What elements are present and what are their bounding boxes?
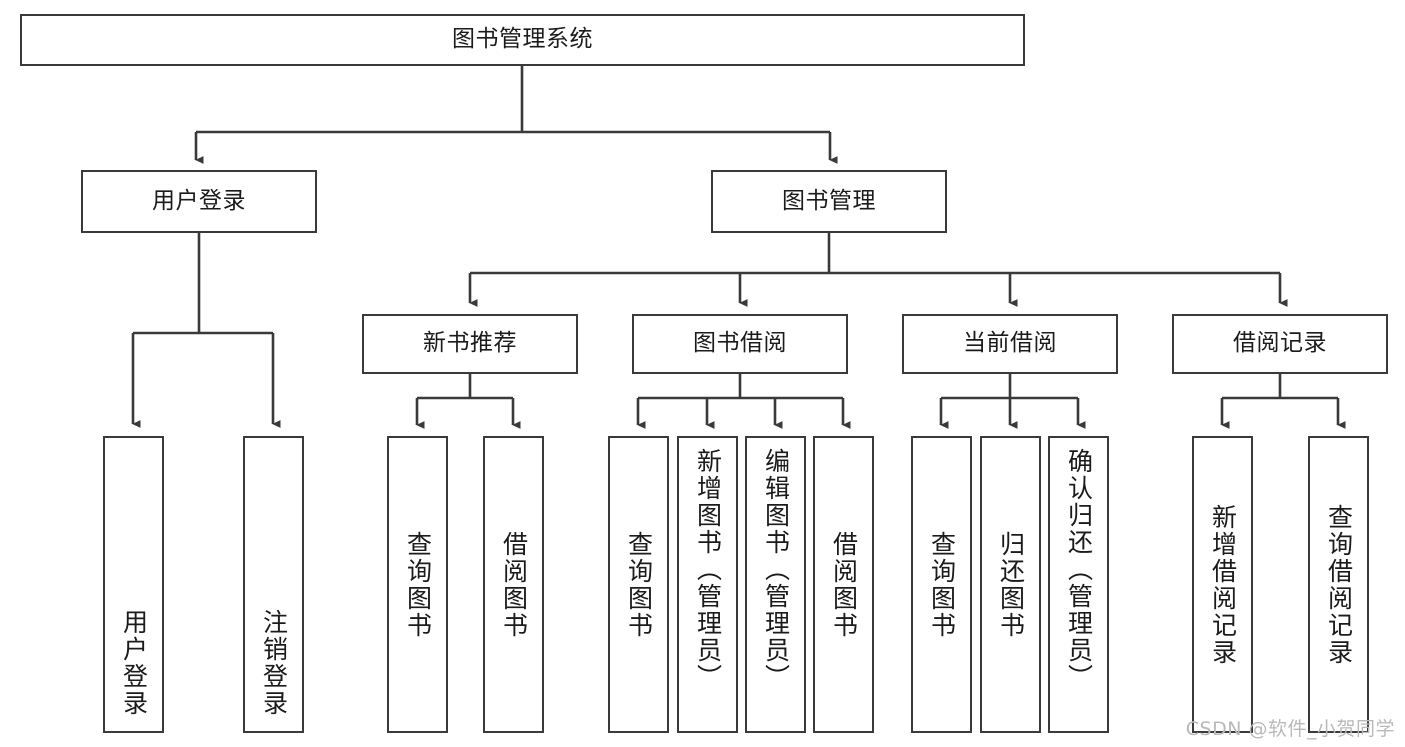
node-label: 查询图书 (624, 530, 654, 639)
node-book-management[interactable]: 图书管理 (711, 170, 947, 233)
node-root-book-management-system[interactable]: 图书管理系统 (20, 14, 1025, 66)
leaf-new-book-borrow-book[interactable]: 借阅图书 (483, 436, 544, 733)
node-label: 查询图书 (403, 530, 433, 639)
node-new-book-recommend[interactable]: 新书推荐 (362, 314, 578, 374)
leaf-book-borrow-query-book[interactable]: 查询图书 (608, 436, 669, 733)
node-borrow-record[interactable]: 借阅记录 (1172, 314, 1388, 374)
node-label: 查询图书 (927, 530, 957, 639)
node-label: 确认归还（管理员） (1064, 448, 1094, 691)
node-label: 归还图书 (996, 530, 1026, 639)
leaf-user-login-login[interactable]: 用户登录 (103, 436, 164, 733)
node-label: 借阅图书 (499, 530, 529, 639)
node-label: 图书借阅 (693, 330, 787, 357)
node-label: 注销登录 (259, 609, 289, 717)
leaf-new-book-query-book[interactable]: 查询图书 (387, 436, 448, 733)
node-label: 编辑图书（管理员） (761, 448, 791, 691)
csdn-watermark: CSDN @软件_小贺同学 (1185, 718, 1395, 740)
leaf-current-borrow-query-book[interactable]: 查询图书 (911, 436, 972, 733)
node-user-login[interactable]: 用户登录 (81, 170, 317, 233)
node-current-borrow[interactable]: 当前借阅 (902, 314, 1118, 374)
leaf-borrow-record-add-record[interactable]: 新增借阅记录 (1192, 436, 1253, 733)
node-label: 查询借阅记录 (1324, 503, 1354, 666)
node-label: 当前借阅 (963, 330, 1057, 357)
node-label: 图书管理系统 (452, 26, 593, 53)
node-book-borrow[interactable]: 图书借阅 (632, 314, 848, 374)
leaf-user-login-logout[interactable]: 注销登录 (243, 436, 304, 733)
node-label: 新增借阅记录 (1208, 503, 1238, 666)
node-label: 图书管理 (782, 187, 876, 214)
node-label: 借阅记录 (1233, 330, 1327, 357)
node-label: 借阅图书 (829, 530, 859, 639)
leaf-book-borrow-edit-book-admin[interactable]: 编辑图书（管理员） (745, 436, 806, 733)
leaf-borrow-record-query-record[interactable]: 查询借阅记录 (1308, 436, 1369, 733)
leaf-book-borrow-add-book-admin[interactable]: 新增图书（管理员） (677, 436, 738, 733)
leaf-current-borrow-confirm-return-admin[interactable]: 确认归还（管理员） (1048, 436, 1109, 733)
leaf-book-borrow-borrow-book[interactable]: 借阅图书 (813, 436, 874, 733)
node-label: 用户登录 (119, 609, 149, 717)
leaf-current-borrow-return-book[interactable]: 归还图书 (980, 436, 1041, 733)
node-label: 新增图书（管理员） (693, 448, 723, 691)
node-label: 新书推荐 (423, 330, 517, 357)
node-label: 用户登录 (152, 187, 246, 214)
